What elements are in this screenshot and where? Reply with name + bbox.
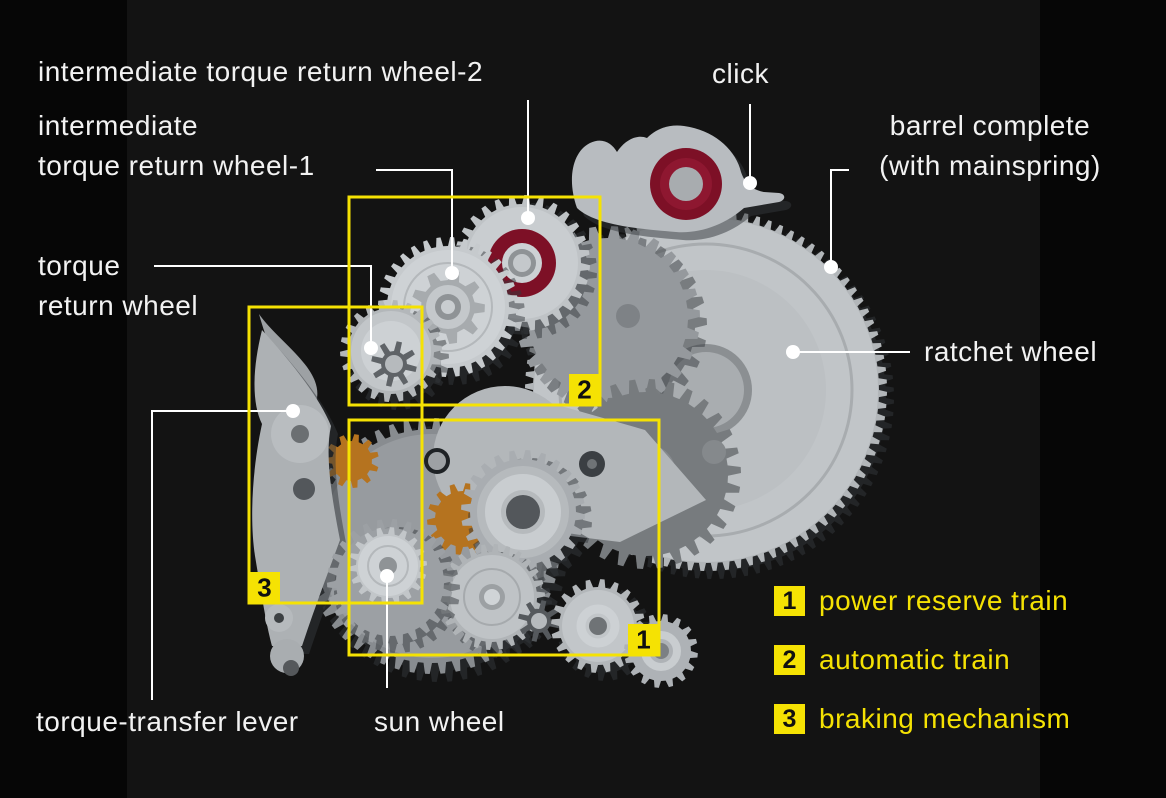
screw-a-cap	[587, 459, 597, 469]
legend-item-power-reserve-train: 1 power reserve train	[774, 585, 1070, 616]
callout-dot-intermediate-torque-return-wheel-2	[521, 211, 535, 225]
screw-b	[428, 452, 446, 470]
label-intermediate-torque-return-wheel-2: intermediate torque return wheel-2	[38, 56, 484, 87]
region-badge-number-3: 3	[257, 573, 271, 603]
label-click: click	[712, 58, 769, 89]
wheel-1-hub-detail	[441, 300, 455, 314]
train-gear-b-detail	[589, 617, 607, 635]
lever-screw	[293, 478, 315, 500]
reserve-mid-gear-ring	[485, 474, 561, 550]
label-intermediate-torque-return-wheel-1: intermediate torque return wheel-1	[38, 110, 315, 181]
label-ratchet-wheel: ratchet wheel	[924, 336, 1098, 367]
callout-torque-return-wheel	[154, 265, 372, 347]
legend-badge-1: 1	[774, 586, 805, 616]
callout-barrel-complete	[830, 169, 849, 266]
label-torque-return-wheel: torque return wheel	[38, 250, 199, 321]
region-badge-1	[628, 624, 659, 655]
power-reserve-gear-ring	[463, 568, 521, 626]
callout-dot-torque-transfer-lever	[286, 404, 300, 418]
callout-dot-sun-wheel	[380, 569, 394, 583]
region-badge-number-1: 1	[636, 625, 650, 655]
region-box-braking-mechanism	[247, 305, 424, 605]
label-sun-wheel: sun wheel	[374, 706, 505, 737]
legend-item-automatic-train: 2 automatic train	[774, 644, 1070, 675]
region-badge-number-2: 2	[577, 375, 591, 405]
power-reserve-gear-detail	[484, 589, 500, 605]
legend-item-braking-mechanism: 3 braking mechanism	[774, 703, 1071, 734]
region-badge-3	[249, 572, 280, 603]
callout-dot-barrel-complete	[824, 260, 838, 274]
callout-torque-transfer-lever	[151, 410, 292, 700]
callout-dot-intermediate-torque-return-wheel-1	[445, 266, 459, 280]
lever-boss-hole	[274, 613, 284, 623]
label-torque-transfer-lever: torque-transfer lever	[36, 706, 299, 737]
legend-label-1: power reserve train	[819, 585, 1069, 616]
stud-a	[616, 304, 640, 328]
legend-badge-3: 3	[774, 704, 805, 734]
callout-dot-click	[743, 176, 757, 190]
legend: 1 power reserve train 2 automatic train …	[774, 585, 1071, 763]
click-jewel-cap	[669, 167, 703, 201]
legend-label-2: automatic train	[819, 644, 1011, 675]
return-pinion-detail	[385, 355, 403, 373]
label-barrel-complete: barrel complete (with mainspring)	[879, 110, 1101, 181]
lever-pivot-hole	[291, 425, 309, 443]
legend-badge-2: 2	[774, 645, 805, 675]
region-box-power-reserve-train	[347, 418, 661, 657]
callout-dot-torque-return-wheel	[364, 341, 378, 355]
callout-intermediate-torque-return-wheel-1	[376, 169, 453, 272]
region-badge-2	[569, 374, 600, 405]
star-pinion-detail	[531, 613, 547, 629]
reserve-mid-gear-detail	[506, 495, 540, 529]
lever-stud-cap	[283, 660, 299, 676]
callout-dot-ratchet-wheel	[786, 345, 800, 359]
orange-gear-a	[325, 434, 379, 488]
train-gear-b-ring	[576, 604, 620, 648]
stud-b	[702, 440, 726, 464]
intermediate-torque-return-wheel-2-detail	[513, 254, 531, 272]
region-box-automatic-train	[347, 195, 602, 407]
legend-label-3: braking mechanism	[819, 703, 1071, 734]
